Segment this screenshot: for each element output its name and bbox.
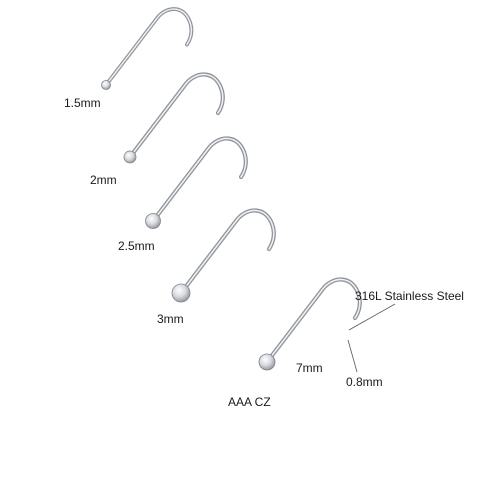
gauge-leader-line [347, 339, 358, 373]
size-label-1: 1.5mm [64, 96, 101, 110]
length-label: 7mm [296, 361, 323, 375]
nose-stud-4 [171, 210, 274, 303]
size-label-3: 2.5mm [118, 239, 155, 253]
nose-stud-5 [258, 279, 360, 371]
gem-4 [171, 283, 191, 303]
size-label-2: 2mm [90, 173, 117, 187]
stone-label: AAA CZ [228, 395, 271, 409]
gem-3 [145, 213, 161, 229]
material-label: 316L Stainless Steel [355, 289, 464, 303]
nose-stud-2 [123, 74, 223, 164]
gem-1 [101, 80, 111, 90]
nose-stud-3 [145, 138, 246, 229]
gem-5 [258, 353, 276, 371]
gem-2 [123, 150, 137, 164]
size-label-4: 3mm [157, 312, 184, 326]
material-leader-line [348, 303, 396, 331]
gauge-label: 0.8mm [346, 375, 383, 389]
nose-stud-1 [101, 7, 194, 90]
